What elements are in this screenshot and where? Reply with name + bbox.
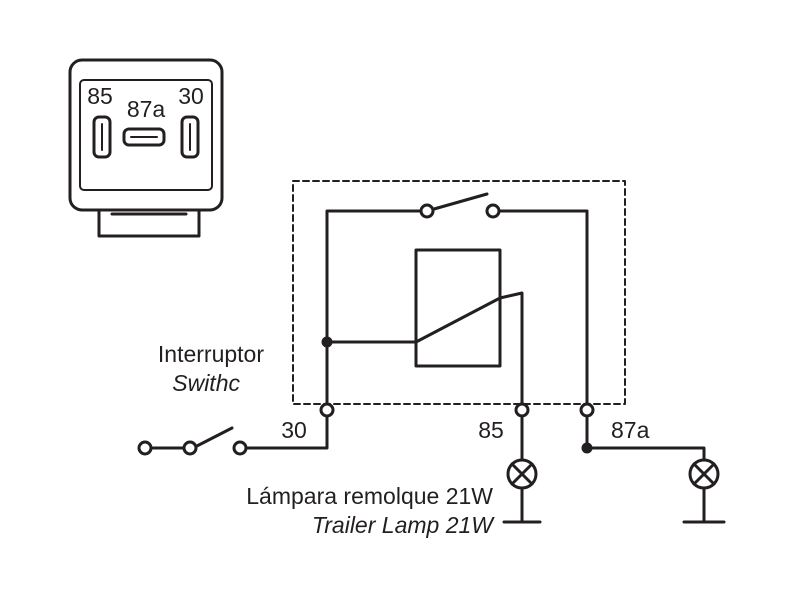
lamp-87a-icon <box>688 458 720 490</box>
relay-dashed-enclosure <box>292 180 626 405</box>
relay-base-tab <box>97 206 201 238</box>
switch-label-es: Interruptor <box>158 341 264 367</box>
external-switch-contact-1 <box>137 440 153 456</box>
terminal-85-label: 85 <box>478 417 504 443</box>
relay-pin-30-label: 30 <box>178 83 204 109</box>
wire-30-to-external-switch <box>243 411 329 450</box>
relay-coil-box <box>414 248 502 368</box>
switch-label-en: Swithc <box>172 370 240 396</box>
internal-switch-blade <box>425 192 489 213</box>
relay-pin-30-slot <box>180 115 200 159</box>
relay-body <box>68 58 224 212</box>
terminal-30-contact <box>319 402 335 418</box>
lamp-85-icon <box>506 458 538 490</box>
wire-switch-to-87a <box>491 209 589 409</box>
external-switch-blade <box>191 426 234 450</box>
relay-pin-85-slot <box>92 115 112 159</box>
relay-pin-85-label: 85 <box>87 83 113 109</box>
relay-pin-87a-slot <box>122 127 166 147</box>
terminal-87a-label: 87a <box>611 417 650 443</box>
lamp-label-es: Lámpara remolque 21W <box>246 483 493 509</box>
terminal-30-label: 30 <box>281 417 307 443</box>
terminal-85-contact <box>514 402 530 418</box>
wire-87a-to-lamp <box>585 411 706 462</box>
relay-package <box>68 58 224 238</box>
junction-dot-87a <box>581 442 593 454</box>
wire-30-to-switch <box>325 209 429 409</box>
wire-coil-to-85 <box>414 291 524 409</box>
junction-dot-coil <box>321 336 333 348</box>
internal-switch-contact-left <box>419 203 435 219</box>
relay-pin-87a-label: 87a <box>127 96 166 122</box>
internal-switch-contact-right <box>485 203 501 219</box>
external-switch-contact-2 <box>182 440 198 456</box>
external-switch-contact-3 <box>232 440 248 456</box>
terminal-87a-contact <box>579 402 595 418</box>
relay-face-outline <box>79 79 213 191</box>
lamp-label-en: Trailer Lamp 21W <box>312 512 495 538</box>
